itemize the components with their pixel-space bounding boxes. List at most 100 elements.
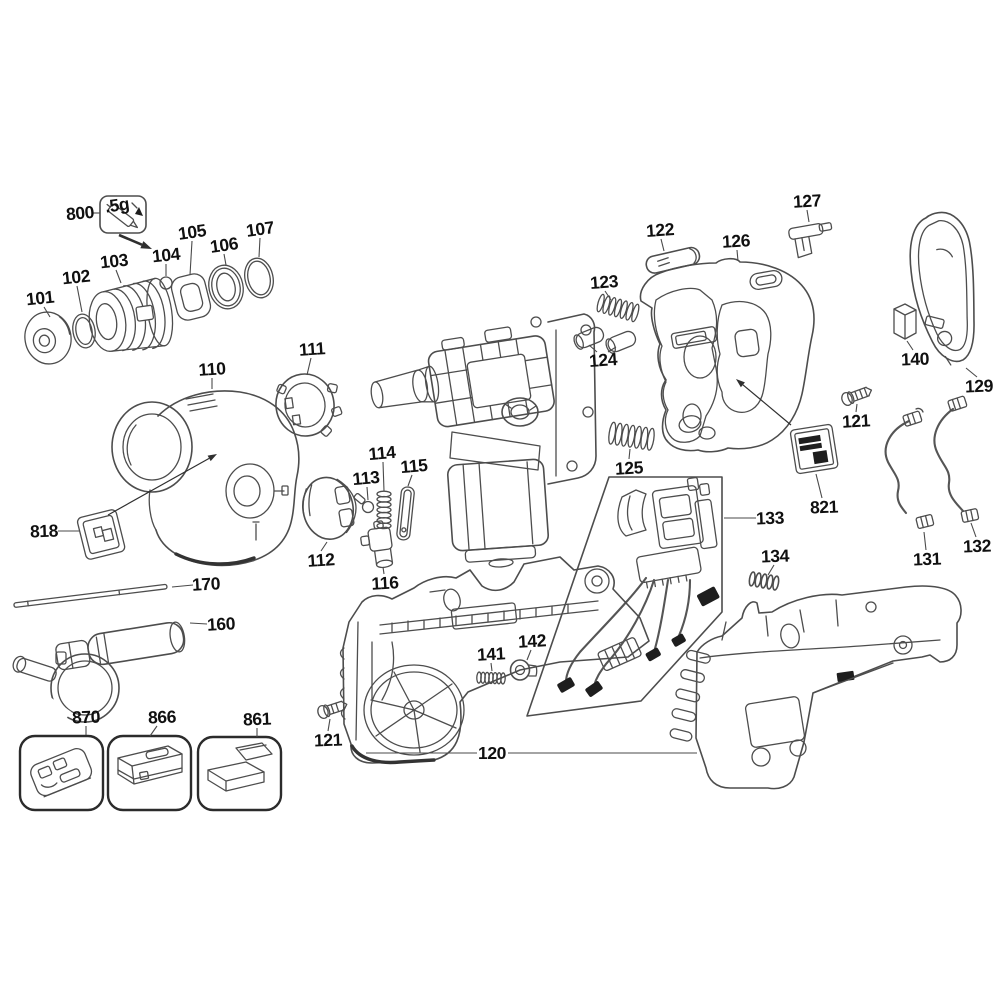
part-818-label-plate (76, 509, 126, 560)
part-101-cap (24, 311, 72, 365)
leader-line-126 (736, 249, 739, 262)
leader-line-101 (43, 306, 51, 318)
part-label-170: 170 (191, 573, 221, 594)
part-label-129: 129 (965, 375, 994, 396)
leader-line-105 (189, 240, 193, 276)
leader-line-129 (965, 367, 978, 378)
part-label-101: 101 (25, 287, 56, 310)
leader-line-121a (855, 403, 858, 413)
part-115-pin (396, 486, 415, 541)
part-103-collar (88, 277, 174, 352)
grease-spec-box (99, 195, 147, 234)
part-label-121a: 121 (841, 410, 871, 431)
part-113-detent (353, 493, 375, 514)
part-label-131: 131 (913, 548, 942, 569)
leader-line-124 (607, 346, 617, 353)
part-127-clip (788, 222, 833, 259)
part-label-160: 160 (206, 613, 236, 634)
leader-line-125 (628, 448, 631, 460)
part-label-140: 140 (901, 348, 930, 369)
part-125-spring (608, 421, 655, 451)
part-133-switch-assembly (526, 476, 723, 717)
leader-line-124 (588, 344, 598, 353)
part-120-housing-left (339, 556, 650, 765)
part-label-grease-note: .5g (104, 193, 131, 216)
part-111-ring-cap (275, 373, 343, 437)
part-170-depth-rod (13, 583, 168, 608)
part-107-ring (244, 257, 274, 299)
leader-line-122 (660, 238, 665, 252)
leader-line-103 (115, 269, 122, 284)
part-120-housing-right (669, 585, 962, 790)
part-821-nameplate (789, 423, 839, 475)
part-label-142: 142 (517, 630, 547, 651)
part-label-116: 116 (371, 572, 400, 593)
part-label-125: 125 (614, 457, 644, 478)
part-label-870: 870 (72, 706, 101, 727)
part-label-123: 123 (589, 271, 619, 293)
leader-line-112 (320, 541, 328, 552)
part-123-spring (596, 293, 640, 323)
leader-line-142 (526, 649, 532, 661)
leader-line-102 (76, 285, 83, 313)
part-label-103: 103 (99, 250, 130, 273)
part-label-106: 106 (209, 233, 240, 257)
part-label-115: 115 (400, 455, 429, 477)
part-label-113: 113 (352, 467, 381, 489)
part-140-brush (893, 303, 917, 340)
leader-line-170 (171, 584, 194, 588)
part-870-charger (18, 734, 105, 812)
part-121-screw-a (841, 386, 873, 406)
part-label-821: 821 (810, 496, 839, 517)
leader-line-114 (382, 461, 385, 492)
leader-line-821 (815, 473, 823, 499)
leader-line-111 (306, 357, 312, 376)
part-label-111: 111 (298, 338, 326, 360)
part-label-104: 104 (151, 244, 182, 267)
part-label-800: 800 (65, 202, 95, 224)
motor-gearbox-assembly (370, 313, 597, 568)
leader-line-134 (767, 564, 775, 576)
part-129-handle-shell (909, 211, 975, 366)
part-861-case (196, 735, 283, 812)
part-105-retainer (170, 273, 212, 321)
part-label-132: 132 (963, 535, 992, 556)
leader-line-123 (604, 290, 612, 301)
part-160-side-handle (12, 621, 186, 735)
arrow-head-grease-to-104 (140, 241, 152, 249)
part-110-gear-housing (111, 390, 300, 567)
part-141-spring (476, 671, 506, 685)
arrow-head-821-to-housing (736, 379, 745, 388)
part-112-mode-dial (302, 476, 357, 540)
arrow-head-818-to-housing (207, 454, 217, 462)
part-label-126: 126 (721, 230, 751, 251)
part-122-button (645, 246, 701, 274)
part-label-110: 110 (198, 358, 227, 380)
part-102-ring (72, 313, 96, 349)
leader-line-116 (382, 566, 385, 575)
leader-line-141 (490, 662, 493, 672)
part-label-866: 866 (148, 706, 177, 727)
part-label-124: 124 (588, 349, 618, 371)
part-label-112: 112 (307, 549, 336, 571)
part-124-pins (573, 326, 637, 354)
part-label-818: 818 (30, 520, 59, 541)
part-label-121b: 121 (314, 729, 343, 750)
leader-line-106 (223, 253, 227, 266)
leader-line-132 (970, 522, 977, 538)
arrow-line-821-to-housing (742, 384, 792, 426)
part-134-spring (748, 571, 780, 591)
part-label-120: 120 (478, 743, 507, 763)
leader-line-131 (923, 531, 927, 551)
part-131-wire (884, 407, 935, 530)
part-label-102: 102 (61, 266, 92, 289)
leader-line-115 (407, 474, 413, 487)
leader-line-121b (327, 718, 331, 732)
leader-line-140 (906, 340, 914, 351)
leader-line-107 (258, 237, 261, 258)
part-label-861: 861 (243, 708, 272, 729)
part-label-107: 107 (245, 217, 276, 241)
